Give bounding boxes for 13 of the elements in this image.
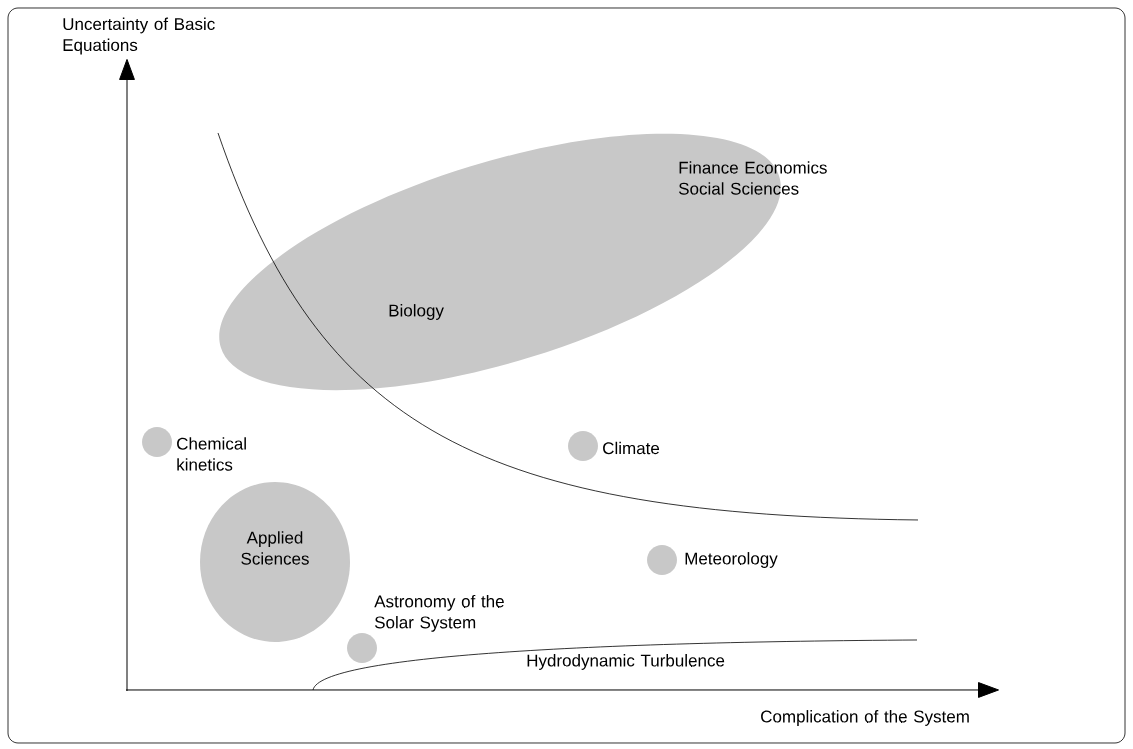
dot-label: Meteorology	[685, 552, 778, 568]
dot	[347, 633, 377, 663]
dot-label: Climate	[603, 441, 660, 455]
dot-label: Astronomy of the Solar System	[374, 594, 504, 632]
dot	[142, 427, 172, 457]
curve-label: Hydrodynamic Turbulence	[527, 654, 725, 670]
ellipse-region: Finance Economics Social Sciences Biology	[219, 134, 827, 390]
dot	[647, 545, 677, 575]
axis-title: Uncertainty of Basic Equations	[63, 17, 215, 55]
dot	[568, 431, 598, 461]
ellipse-region: Applied Sciences	[200, 482, 350, 642]
axis-title: Complication of the System	[761, 710, 969, 726]
dot-label: Chemical kinetics	[177, 437, 246, 471]
